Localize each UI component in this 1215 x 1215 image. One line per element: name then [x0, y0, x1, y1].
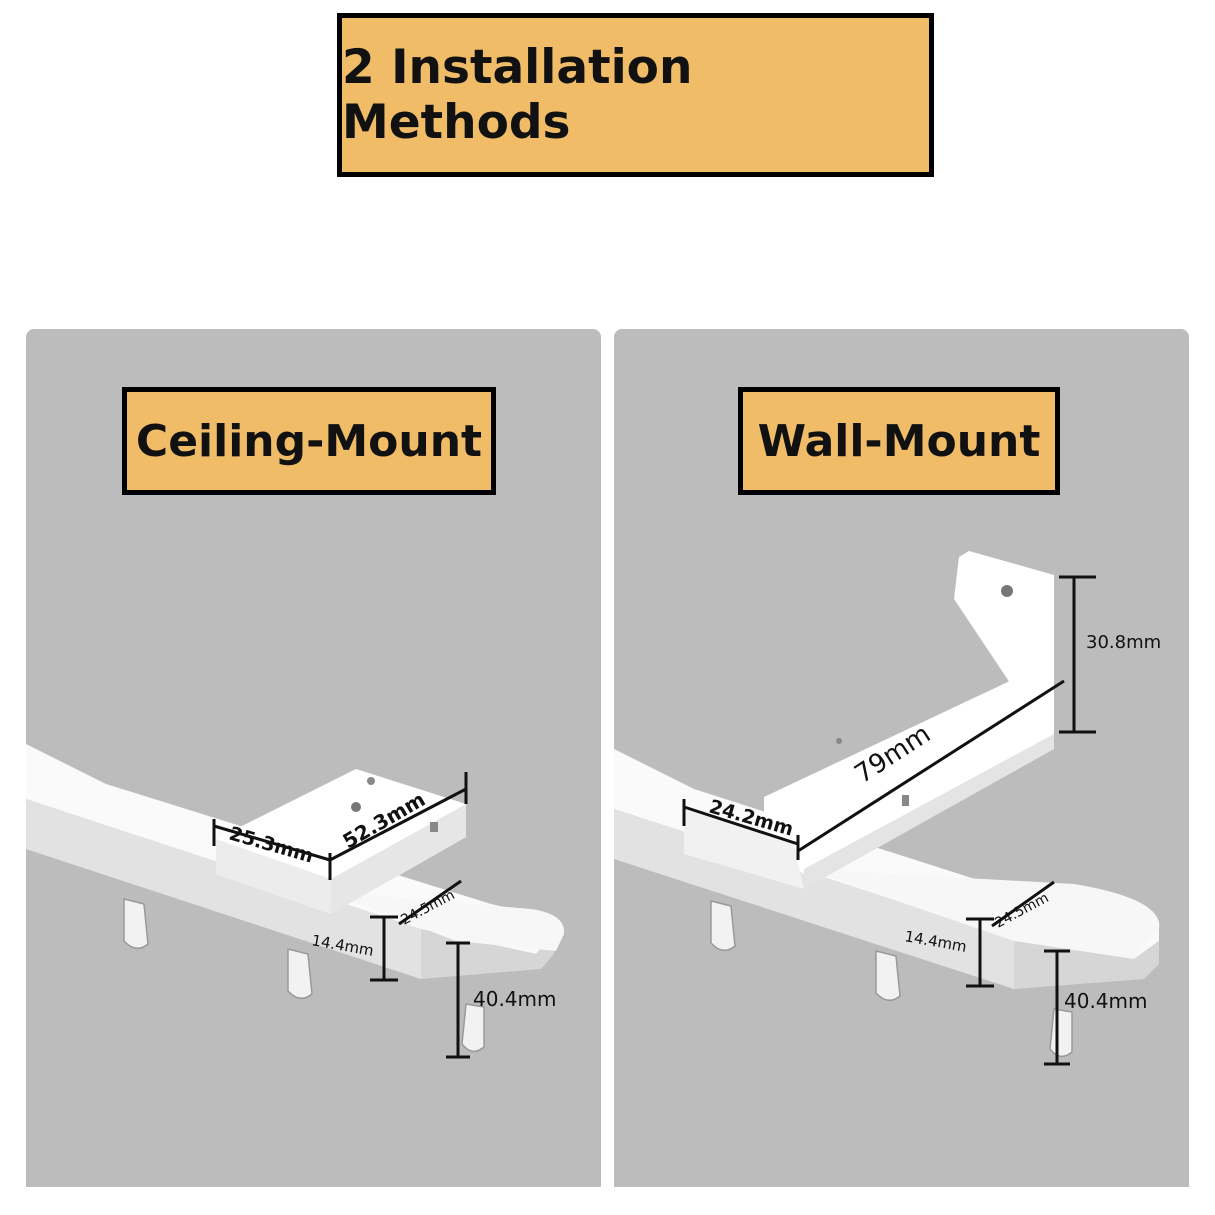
- dim-30-8: 30.8mm: [1086, 632, 1161, 653]
- dimension-lines: [212, 772, 470, 1059]
- dim-40-4: 40.4mm: [1064, 989, 1148, 1013]
- wall-mount-label: Wall-Mount: [738, 387, 1060, 495]
- wall-mount-illustration: 30.8mm 79mm 24.2mm 24.5mm 14.4mm 40.4mm: [614, 551, 1161, 1066]
- main-title: 2 Installation Methods: [337, 13, 934, 177]
- ceiling-mount-illustration: 25.3mm 52.3mm 24.5mm 14.4mm 40.4mm: [26, 744, 565, 1059]
- ceiling-mount-panel: 25.3mm 52.3mm 24.5mm 14.4mm 40.4mm Ceili…: [26, 329, 601, 1187]
- wall-mount-panel: 30.8mm 79mm 24.2mm 24.5mm 14.4mm 40.4mm …: [614, 329, 1189, 1187]
- wall-bracket: [684, 551, 1054, 889]
- dim-40-4: 40.4mm: [473, 987, 557, 1011]
- dimension-lines: [682, 575, 1096, 1066]
- curtain-gliders: [123, 898, 485, 1053]
- ceiling-bracket: [216, 769, 466, 914]
- ceiling-mount-label: Ceiling-Mount: [122, 387, 496, 495]
